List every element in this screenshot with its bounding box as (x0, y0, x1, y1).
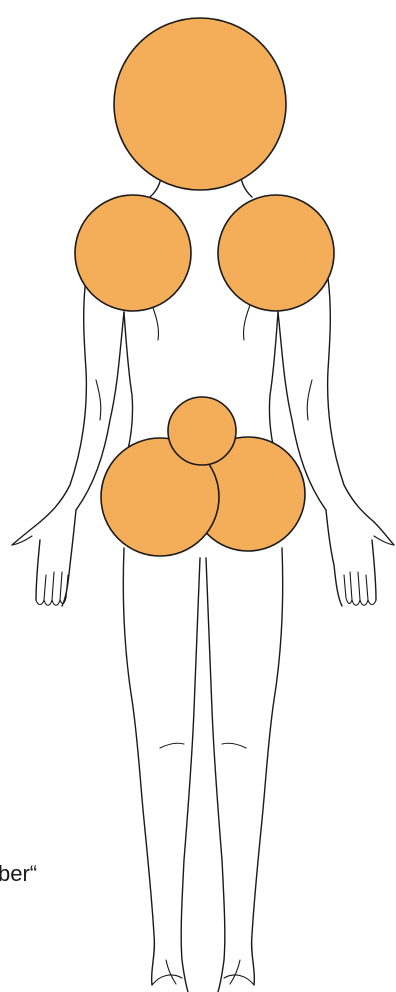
caption-text: ber“ (0, 861, 37, 886)
marked-regions (75, 18, 334, 556)
lower-back-spot (168, 397, 236, 465)
right-shoulder-spot (218, 195, 334, 311)
head-spot (114, 18, 286, 190)
body-outline (12, 168, 394, 992)
left-shoulder-spot (75, 195, 191, 311)
